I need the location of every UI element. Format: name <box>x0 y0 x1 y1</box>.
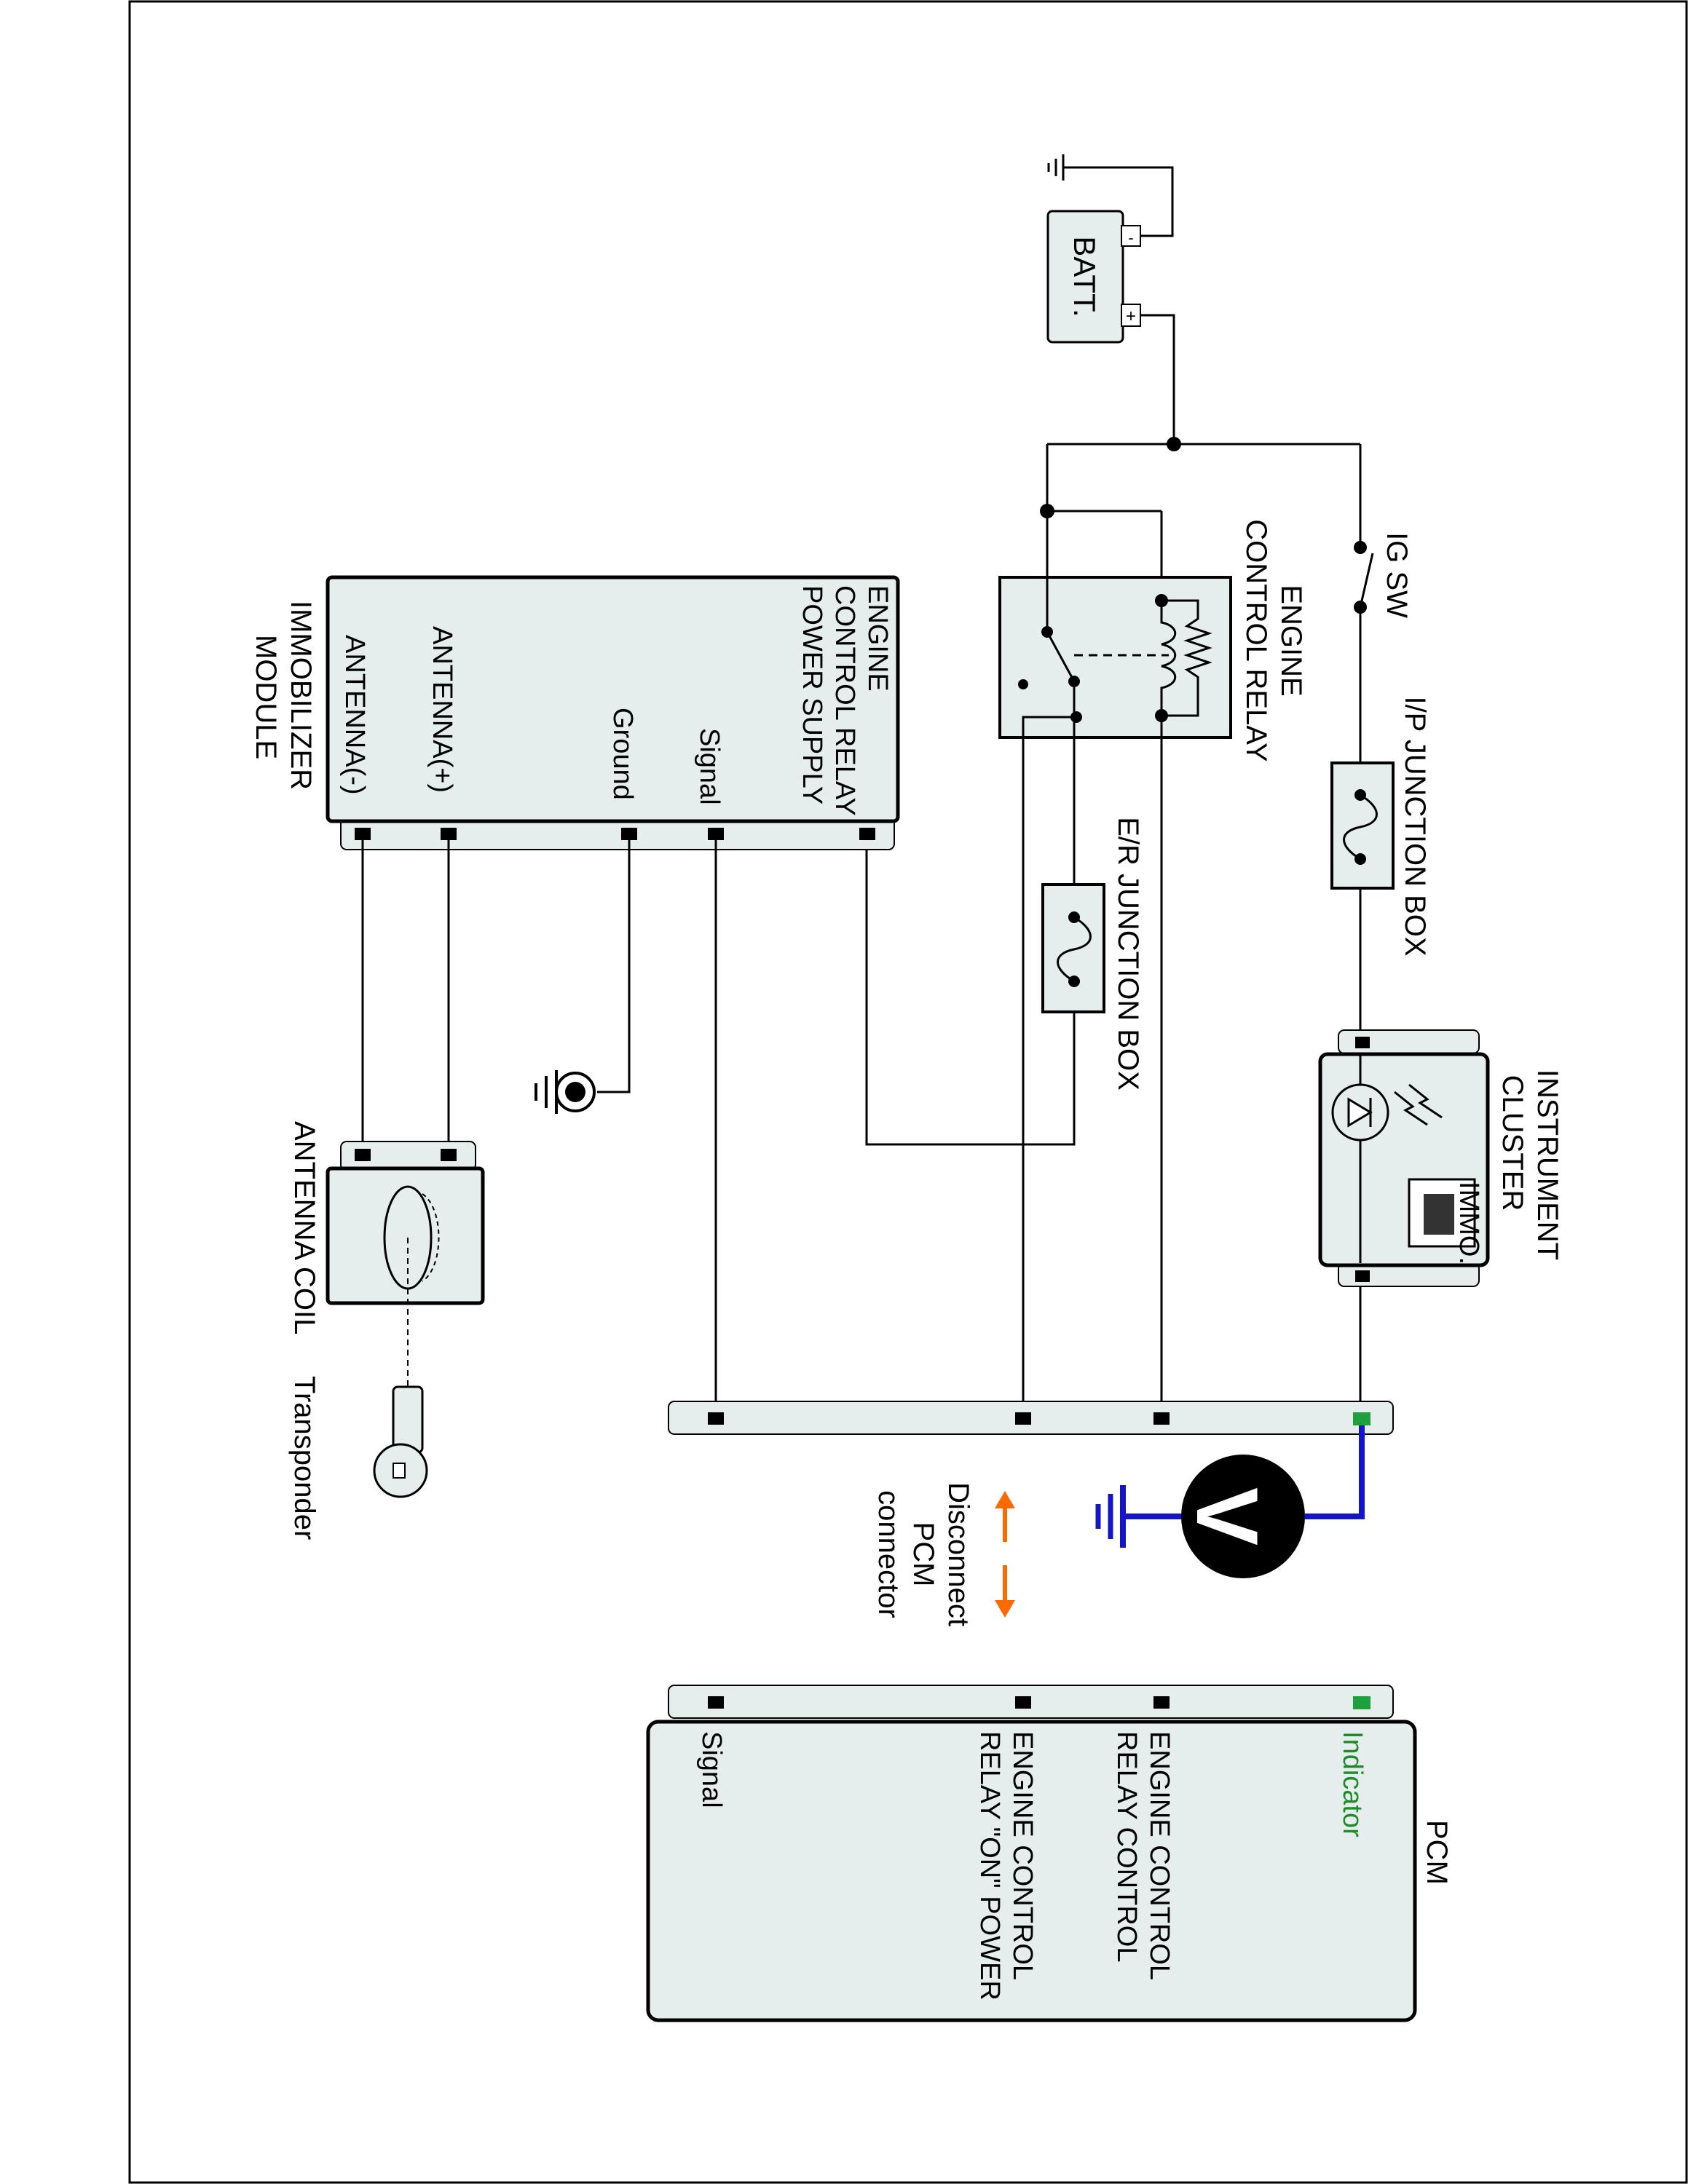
immobilizer-module-label-2: MODULE <box>250 635 282 759</box>
instrument-cluster: IMMO. INSTRUMENT CLUSTER <box>1318 1029 1563 1287</box>
battery-positive-terminal <box>1121 304 1141 327</box>
pcm-pin-relay-on-power-2: RELAY "ON" POWER <box>974 1731 1005 2001</box>
er-junction-box-label: E/R JUNCTION BOX <box>1112 817 1144 1091</box>
battery-plus-sign: + <box>1126 306 1136 326</box>
pcm-indicator-pin <box>1353 1696 1370 1709</box>
immobilizer-pin-power-1: ENGINE <box>862 585 893 692</box>
ground-icon <box>535 1070 596 1114</box>
ip-junction-box: I/P JUNCTION BOX <box>1330 696 1431 957</box>
immo-lamp-label: IMMO. <box>1454 1182 1484 1265</box>
pcm-pin-indicator: Indicator <box>1337 1731 1368 1837</box>
battery: - + BATT. <box>1046 210 1141 344</box>
engine-control-relay-label-1: ENGINE <box>1275 585 1307 696</box>
immobilizer-module: ENGINE CONTROL RELAY POWER SUPPLY Signal… <box>250 575 900 850</box>
engine-control-relay-label-2: CONTROL RELAY <box>1240 519 1272 761</box>
voltmeter: V <box>1095 1425 1365 1578</box>
battery-label: BATT. <box>1068 236 1102 317</box>
immobilizer-pin-antenna-plus: ANTENNA(+) <box>427 626 457 793</box>
antenna-coil-body <box>326 1166 485 1305</box>
ip-junction-box-label: I/P JUNCTION BOX <box>1399 696 1431 956</box>
pcm-pin-signal: Signal <box>696 1731 727 1808</box>
pcm-body <box>646 1720 1417 2022</box>
ignition-switch: IG SW <box>1354 532 1413 618</box>
voltmeter-icon <box>1181 1455 1305 1578</box>
instrument-cluster-label-1: INSTRUMENT <box>1531 1069 1563 1260</box>
pcm: PCM Indicator ENGINE CONTROL RELAY CONTR… <box>646 1685 1453 2022</box>
immobilizer-module-label-1: IMMOBILIZER <box>285 601 317 790</box>
engine-control-relay: ENGINE CONTROL RELAY <box>998 511 1307 762</box>
antenna-coil-label: ANTENNA COIL <box>288 1121 320 1334</box>
ignition-switch-label: IG SW <box>1381 532 1413 618</box>
instrument-cluster-label-2: CLUSTER <box>1496 1075 1529 1211</box>
page-border <box>128 0 1688 2184</box>
disconnect-note: Disconnect PCM connector <box>872 1482 1015 1626</box>
er-junction-box: E/R JUNCTION BOX <box>1041 817 1144 1091</box>
immobilizer-pin-signal: Signal <box>694 728 725 805</box>
immobilizer-module-body <box>326 575 900 823</box>
pcm-harness-connector <box>668 1401 1394 1435</box>
battery-body <box>1046 210 1124 344</box>
immobilizer-pin-power-3: POWER SUPPLY <box>797 585 827 804</box>
disconnect-line-3: connector <box>872 1490 904 1618</box>
arrow-down-icon <box>995 1600 1015 1618</box>
er-junction-box-body <box>1041 883 1105 1013</box>
pcm-label: PCM <box>1421 1820 1453 1885</box>
immobilizer-pin-power-2: CONTROL RELAY <box>829 585 860 816</box>
pcm-pin-relay-control-1: ENGINE CONTROL <box>1144 1731 1175 1980</box>
antenna-coil: ANTENNA COIL <box>288 1121 485 1334</box>
transponder-label: Transponder <box>288 1376 320 1540</box>
disconnect-line-1: Disconnect <box>942 1482 974 1626</box>
immobilizer-pin-ground: Ground <box>607 708 638 800</box>
disconnect-line-2: PCM <box>907 1522 939 1587</box>
battery-minus-sign: - <box>1128 229 1133 247</box>
indicator-pin-highlight <box>1353 1412 1370 1425</box>
immobilizer-pin-antenna-minus: ANTENNA(-) <box>339 635 370 795</box>
arrow-up-icon <box>995 1491 1015 1508</box>
battery-ground-icon <box>1047 154 1174 237</box>
pcm-pin-relay-on-power-1: ENGINE CONTROL <box>1007 1731 1038 1980</box>
pcm-pin-relay-control-2: RELAY CONTROL <box>1111 1731 1142 1962</box>
transponder-key-icon: Transponder <box>288 1376 428 1540</box>
voltmeter-symbol: V <box>1178 1487 1276 1546</box>
battery-negative-terminal <box>1121 225 1141 247</box>
